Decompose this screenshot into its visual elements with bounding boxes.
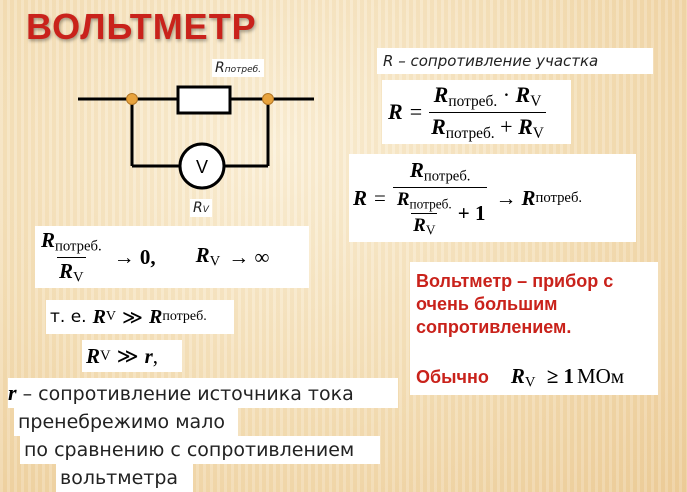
explanation-line-1: r – сопротивление источника тока	[8, 378, 398, 408]
resistor	[176, 85, 232, 115]
info-line-1: Вольтметр – прибор с	[416, 271, 614, 291]
info-text: Вольтметр – прибор с очень большим сопро…	[416, 270, 613, 339]
explanation-line-2: пренебрежимо мало	[14, 408, 238, 436]
resistor-label: Rпотреб.	[212, 59, 265, 77]
info-box	[410, 262, 658, 395]
node-left	[126, 93, 138, 105]
info-line-3: сопротивлением.	[416, 317, 572, 337]
formula-ratio-limit: Rпотреб. RV → 0, RV → ∞	[35, 226, 309, 288]
explanation-line-4: вольтметра	[56, 464, 193, 492]
voltmeter-symbol: V	[196, 157, 208, 177]
circuit-diagram: V	[78, 85, 314, 190]
voltmeter-circle	[178, 142, 226, 190]
definition-r: R – сопротивление участка	[377, 48, 653, 74]
node-right	[262, 93, 274, 105]
formula-parallel-resistance: R = Rпотреб. · RV Rпотреб. + RV	[382, 80, 571, 144]
info-line-2: очень большим	[416, 294, 558, 314]
voltmeter-label: RV	[190, 199, 212, 217]
page-title: ВОЛЬТМЕТР	[26, 6, 257, 47]
explanation-line-3: по сравнению с сопротивлением	[20, 436, 380, 464]
